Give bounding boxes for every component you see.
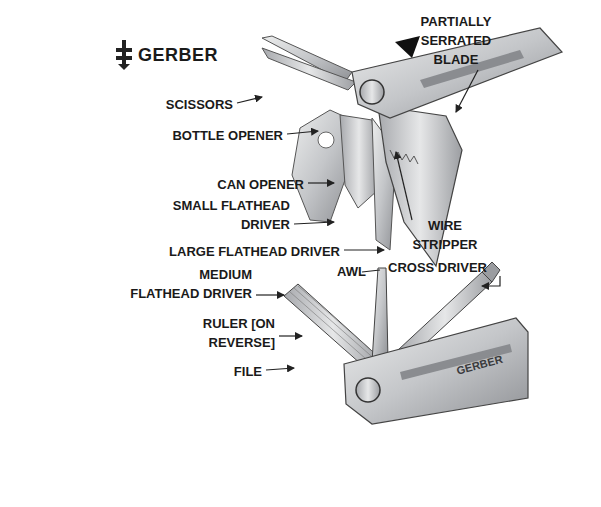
pivot — [360, 80, 384, 104]
leader-line — [456, 70, 478, 112]
handle-slot — [395, 36, 420, 58]
part-label: FILE — [234, 362, 262, 381]
scissor-blade — [262, 48, 356, 90]
leader-line — [482, 276, 500, 286]
pivot — [356, 378, 380, 402]
part-label: SMALL FLATHEAD DRIVER — [165, 196, 290, 234]
part-label: PARTIALLY SERRATED BLADE — [411, 12, 501, 69]
leader-line — [344, 249, 384, 250]
handle-groove — [400, 344, 512, 380]
leader-line — [294, 222, 334, 224]
logo-tip — [118, 64, 130, 70]
part-label: BOTTLE OPENER — [172, 126, 283, 145]
part-label: CROSS DRIVER — [388, 258, 487, 277]
leader-line — [287, 131, 318, 134]
serration — [390, 150, 418, 164]
leader-line — [308, 182, 334, 183]
leader-line — [396, 152, 412, 220]
brand-logo: GERBER — [138, 44, 218, 66]
top-tool — [262, 28, 562, 266]
leader-line — [266, 368, 294, 370]
part-label: MEDIUM FLATHEAD DRIVER — [127, 265, 252, 303]
leader-line — [279, 335, 302, 336]
leader-line — [256, 294, 284, 295]
file-hatch — [290, 286, 380, 366]
part-label: LARGE FLATHEAD DRIVER — [169, 242, 340, 261]
part-label: AWL — [337, 262, 366, 281]
logo-cross — [116, 48, 132, 60]
opener-hole — [318, 132, 334, 148]
logo-bar — [122, 40, 126, 68]
bottom-tool — [284, 262, 528, 424]
part-label: RULER [ON REVERSE] — [180, 314, 275, 352]
part-label: SCISSORS — [166, 95, 233, 114]
leader-line — [237, 97, 262, 103]
part-label: WIRE STRIPPER — [405, 216, 485, 254]
awl — [372, 268, 388, 362]
logo-icon — [116, 40, 132, 70]
handle — [344, 318, 528, 424]
part-label: CAN OPENER — [217, 175, 304, 194]
